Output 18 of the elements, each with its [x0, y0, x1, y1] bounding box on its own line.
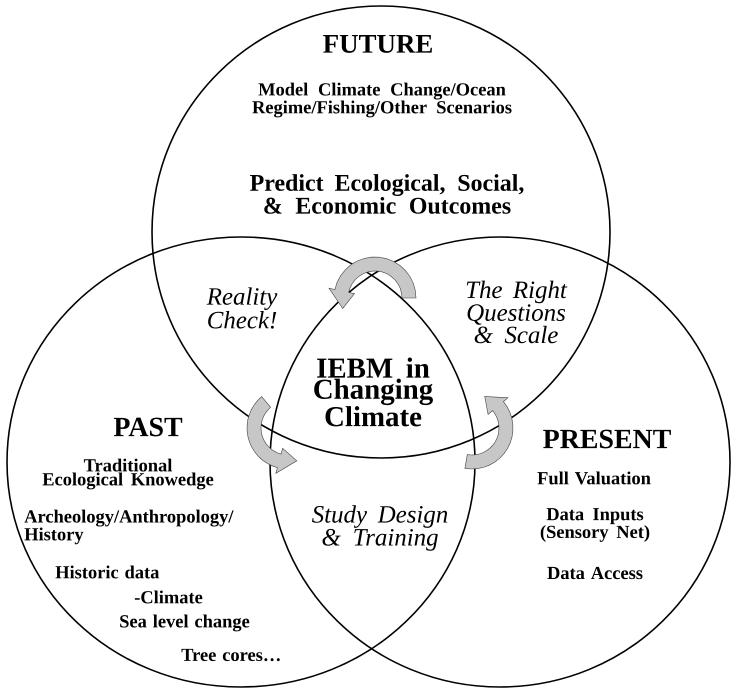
topic-text: Historic data	[56, 566, 160, 578]
circle-title: PAST	[114, 418, 182, 436]
topic-text: Full Valuation	[537, 471, 651, 485]
circle-title: PRESENT	[543, 430, 671, 448]
overlap-label: Reality Check!	[206, 287, 278, 329]
topic-text: Sea level change	[120, 614, 250, 632]
topic-text: Data Inputs (Sensory Net)	[540, 508, 650, 542]
topic-text: Model Climate Change/Ocean Regime/Fishing/Other Scenarios	[252, 82, 512, 118]
overlap-label: Study Design & Training	[312, 505, 448, 551]
circle-title: FUTURE	[323, 35, 432, 53]
overlap-label: IEBM in Changing Climate	[314, 358, 433, 426]
topic-text: -Climate	[134, 590, 202, 604]
topic-text: Archeology/Anthropology/ History	[24, 510, 234, 544]
topic-text: Predict Ecological, Social, & Economic Outcomes	[250, 174, 524, 214]
topic-text: Tree cores…	[182, 648, 280, 662]
topic-text: Traditional Ecological Knowedge	[42, 458, 214, 490]
topic-text: Data Access	[547, 566, 643, 580]
overlap-label: The Right Questions & Scale	[466, 280, 568, 344]
